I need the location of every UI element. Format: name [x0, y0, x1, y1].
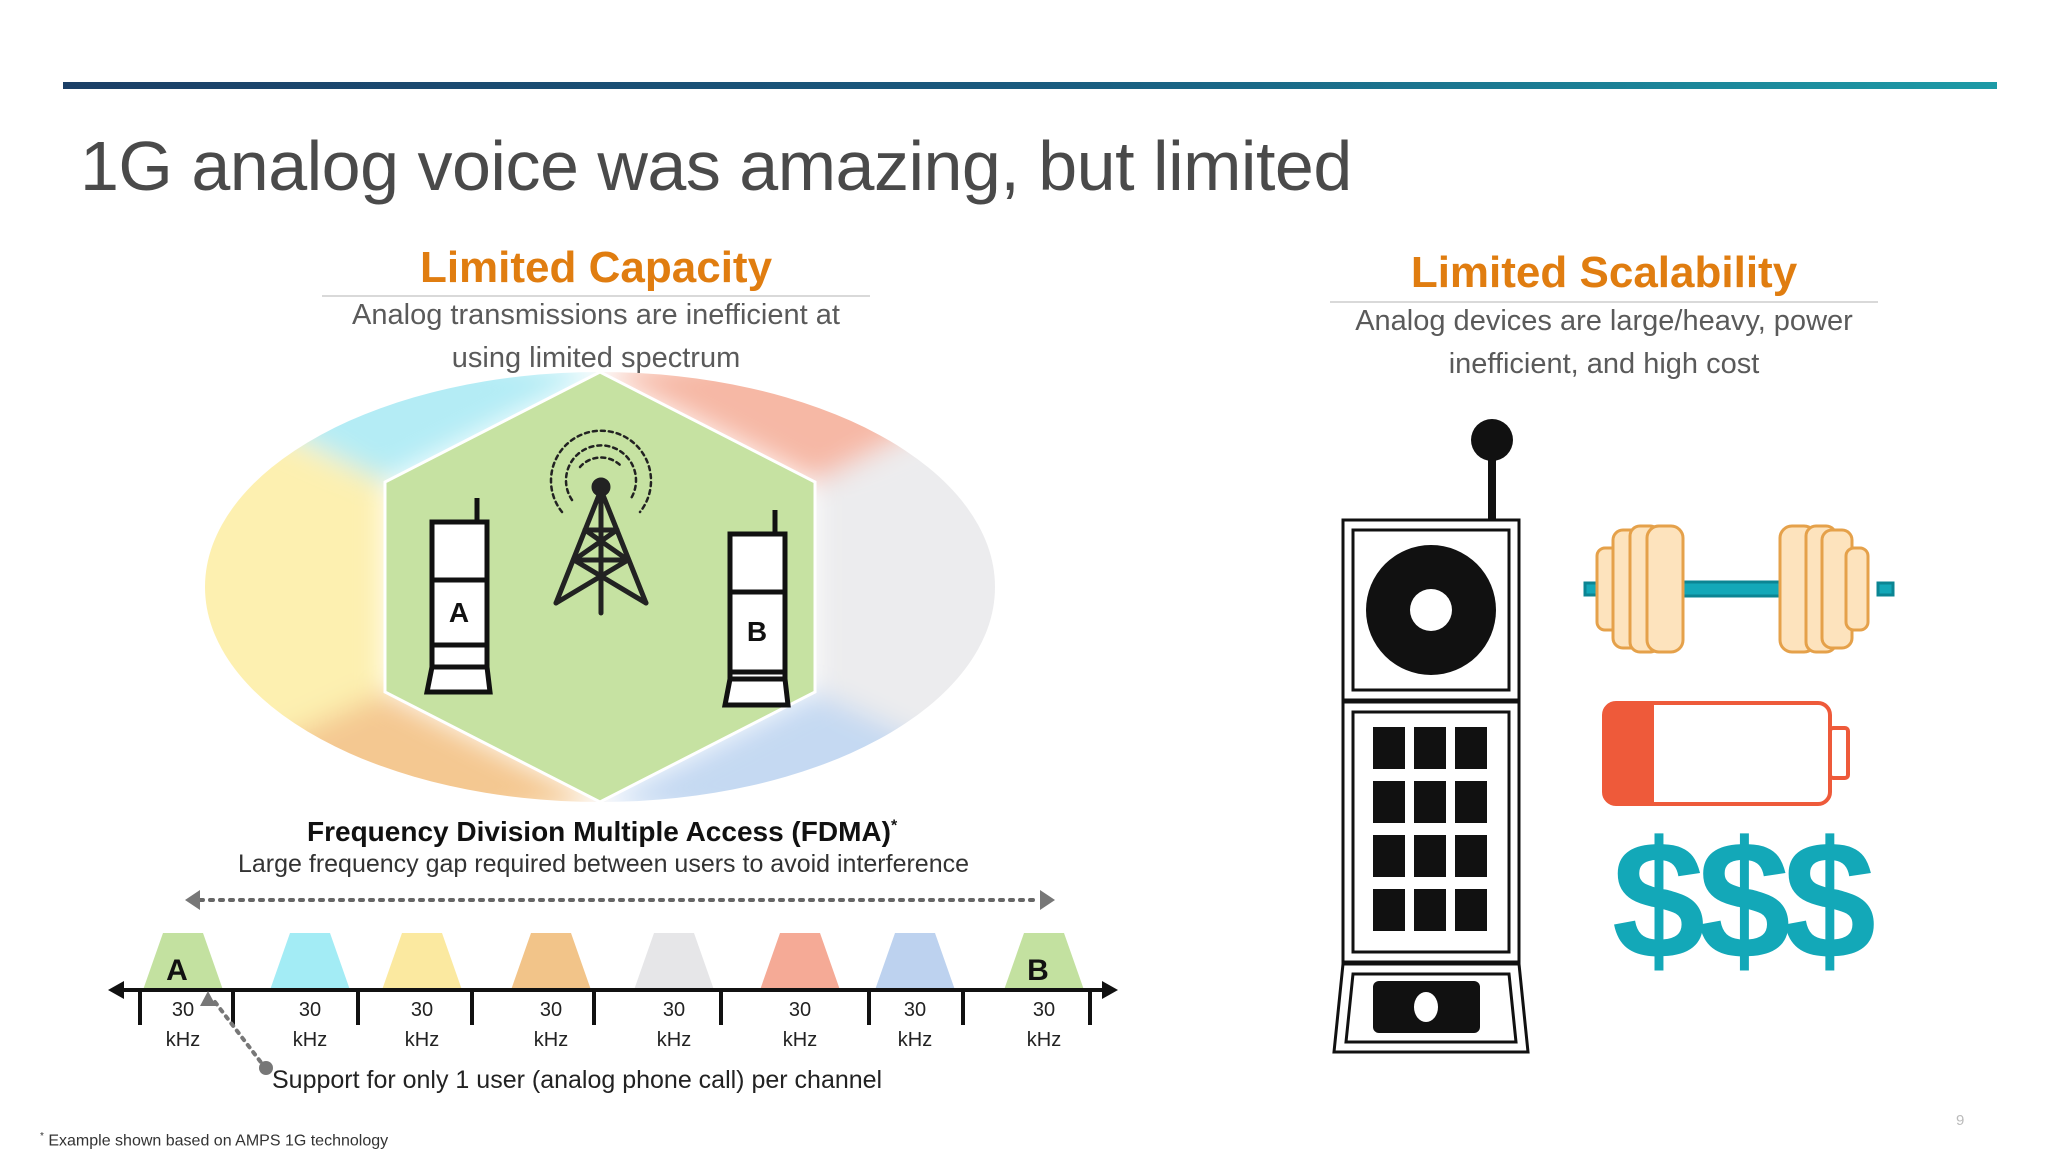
channel-bandwidth-value: 30 [789, 999, 811, 1021]
phone-b-label: B [747, 616, 767, 647]
channel-bandwidth-unit: kHz [166, 1029, 200, 1051]
channel-band [1004, 933, 1084, 990]
capacity-heading: Limited Capacity [419, 243, 773, 292]
channel-bandwidth-value: 30 [172, 999, 194, 1021]
channel-band [143, 933, 223, 990]
capacity-line-2: using limited spectrum [451, 342, 741, 374]
footnote-marker: * [40, 1131, 44, 1142]
scalability-heading: Limited Scalability [1410, 248, 1798, 297]
channel-bandwidth-value: 30 [663, 999, 685, 1021]
support-note: Support for only 1 user (analog phone ca… [272, 1066, 883, 1094]
channel-8: B 30 kHz [1004, 933, 1084, 1051]
support-pointer [200, 991, 273, 1075]
phone-a-label: A [449, 597, 469, 628]
channel-bandwidth-value: 30 [904, 999, 926, 1021]
channel-bandwidth-value: 30 [540, 999, 562, 1021]
channel-bandwidth-unit: kHz [293, 1029, 327, 1051]
capacity-heading-rule [322, 295, 870, 297]
channel-bandwidth-unit: kHz [657, 1029, 691, 1051]
fdma-title-text: Frequency Division Multiple Access (FDMA… [307, 816, 891, 847]
channel-band [270, 933, 350, 990]
channel-5: 30 kHz [634, 933, 714, 1051]
channel-layer: A 30 kHz 30 kHz 30 kHz 30 kHz 30 kHz 30 kHz 30 kHz B 30 k… [143, 933, 1084, 1051]
frequency-gap-arrow [185, 890, 1055, 910]
channel-bandwidth-value: 30 [411, 999, 433, 1021]
scalability-line-1: Analog devices are large/heavy, power [1355, 305, 1853, 337]
scalability-heading-rule [1330, 301, 1878, 303]
channel-bandwidth-value: 30 [1033, 999, 1055, 1021]
page-number: 9 [1956, 1112, 1965, 1129]
channel-bandwidth-unit: kHz [898, 1029, 932, 1051]
channel-band [875, 933, 955, 990]
channel-bandwidth-unit: kHz [405, 1029, 439, 1051]
scalability-description: Analog devices are large/heavy, power in… [1300, 300, 1908, 386]
channel-user-label: A [166, 954, 188, 987]
scalability-line-2: inefficient, and high cost [1448, 348, 1760, 380]
channel-7: 30 kHz [875, 933, 955, 1051]
capacity-line-1: Analog transmissions are inefficient at [352, 299, 840, 331]
channel-band [760, 933, 840, 990]
frequency-axis [108, 981, 1118, 999]
channel-3: 30 kHz [382, 933, 462, 1051]
fdma-subtitle: Large frequency gap required between use… [238, 850, 970, 878]
channel-band [634, 933, 714, 990]
channel-user-label: B [1027, 954, 1049, 987]
footnote-text: Example shown based on AMPS 1G technolog… [48, 1132, 389, 1150]
channel-tick-layer [138, 990, 1092, 1025]
channel-bandwidth-unit: kHz [534, 1029, 568, 1051]
battery-low-icon [1602, 701, 1850, 806]
channel-6: 30 kHz [760, 933, 840, 1051]
fdma-title: Frequency Division Multiple Access (FDMA… [307, 816, 897, 848]
phone-a-icon [423, 498, 493, 695]
brick-phone-icon [1332, 419, 1530, 1054]
phone-b-icon [721, 510, 791, 708]
channel-bandwidth-unit: kHz [1027, 1029, 1061, 1051]
top-accent-bar [63, 82, 1997, 89]
channel-bandwidth-value: 30 [299, 999, 321, 1021]
dumbbell-icon [1583, 524, 1895, 654]
channel-bandwidth-unit: kHz [783, 1029, 817, 1051]
channel-1: A 30 kHz [143, 933, 223, 1051]
slide-title: 1G analog voice was amazing, but limited [80, 127, 1352, 205]
channel-band [382, 933, 462, 990]
capacity-description: Analog transmissions are inefficient at … [292, 294, 900, 380]
cost-dollar-icons: $$$ [1612, 806, 1875, 994]
channel-band [511, 933, 591, 990]
channel-4: 30 kHz [511, 933, 591, 1051]
cell-tower-icon [549, 429, 653, 616]
slide-footnote: * Example shown based on AMPS 1G technol… [40, 1131, 388, 1150]
channel-2: 30 kHz [270, 933, 350, 1051]
fdma-footnote-marker: * [890, 817, 898, 835]
